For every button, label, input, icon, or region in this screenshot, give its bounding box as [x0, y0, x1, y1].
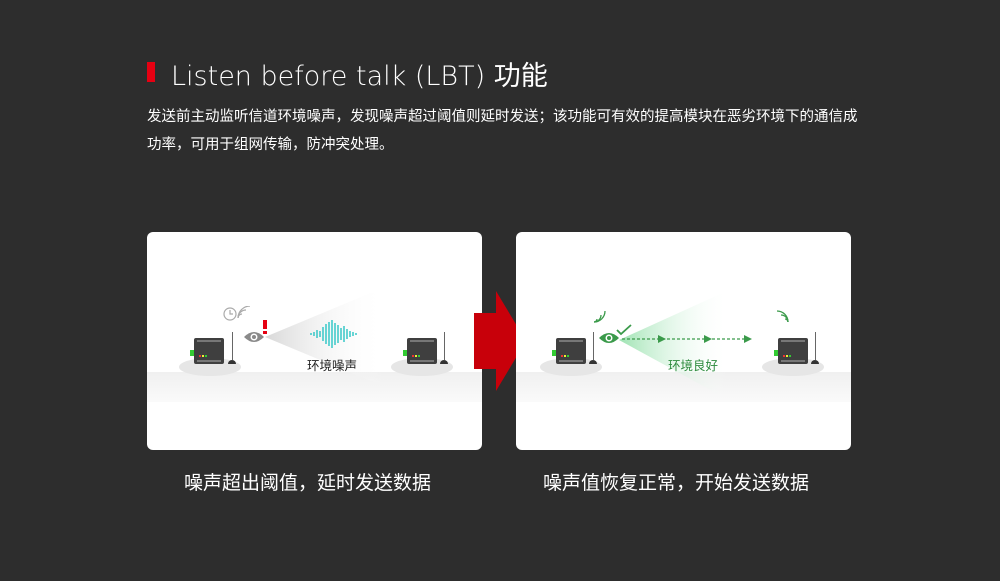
noise-normal-panel: 环境良好	[516, 232, 851, 450]
noise-label: 环境噪声	[307, 358, 358, 373]
good-environment-label: 环境良好	[668, 358, 719, 373]
transmit-dashed-arrows	[622, 335, 752, 343]
page-title: Listen before talk (LBT) 功能	[171, 61, 548, 92]
lora-module-device-right	[403, 338, 437, 364]
lora-module-device-left	[190, 338, 224, 364]
antenna-base	[440, 360, 448, 364]
signal-in-icon	[776, 310, 789, 323]
noise-high-caption: 噪声超出阈值，延时发送数据	[184, 472, 432, 494]
device-shadow	[391, 358, 453, 376]
antenna-base	[589, 360, 597, 364]
eye-icon	[244, 332, 264, 342]
antenna-base	[811, 360, 819, 364]
noise-cone	[265, 287, 385, 387]
device-shadow	[540, 358, 602, 376]
clock-signal-icon	[223, 306, 251, 321]
noise-high-panel: 环境噪声	[147, 232, 482, 450]
antenna	[232, 332, 233, 360]
noise-waveform-icon	[310, 320, 357, 348]
transition-arrow-icon	[474, 291, 526, 391]
eye-icon	[599, 333, 619, 343]
signal-out-icon	[593, 310, 606, 323]
antenna	[593, 332, 594, 360]
exclamation-icon	[263, 320, 267, 334]
antenna	[815, 332, 816, 360]
antenna	[444, 332, 445, 360]
device-shadow	[762, 358, 824, 376]
ground-strip	[147, 372, 482, 402]
title-accent-bar	[147, 62, 155, 82]
antenna-base	[228, 360, 236, 364]
lora-module-device-left	[552, 338, 586, 364]
ground-strip	[516, 372, 851, 402]
clear-cone	[619, 290, 729, 400]
checkmark-icon	[616, 324, 632, 336]
noise-normal-caption: 噪声值恢复正常，开始发送数据	[543, 472, 810, 494]
lora-module-device-right	[774, 338, 808, 364]
feature-description: 发送前主动监听信道环境噪声，发现噪声超过阈值则延时发送；该功能可有效的提高模块在…	[147, 109, 858, 153]
